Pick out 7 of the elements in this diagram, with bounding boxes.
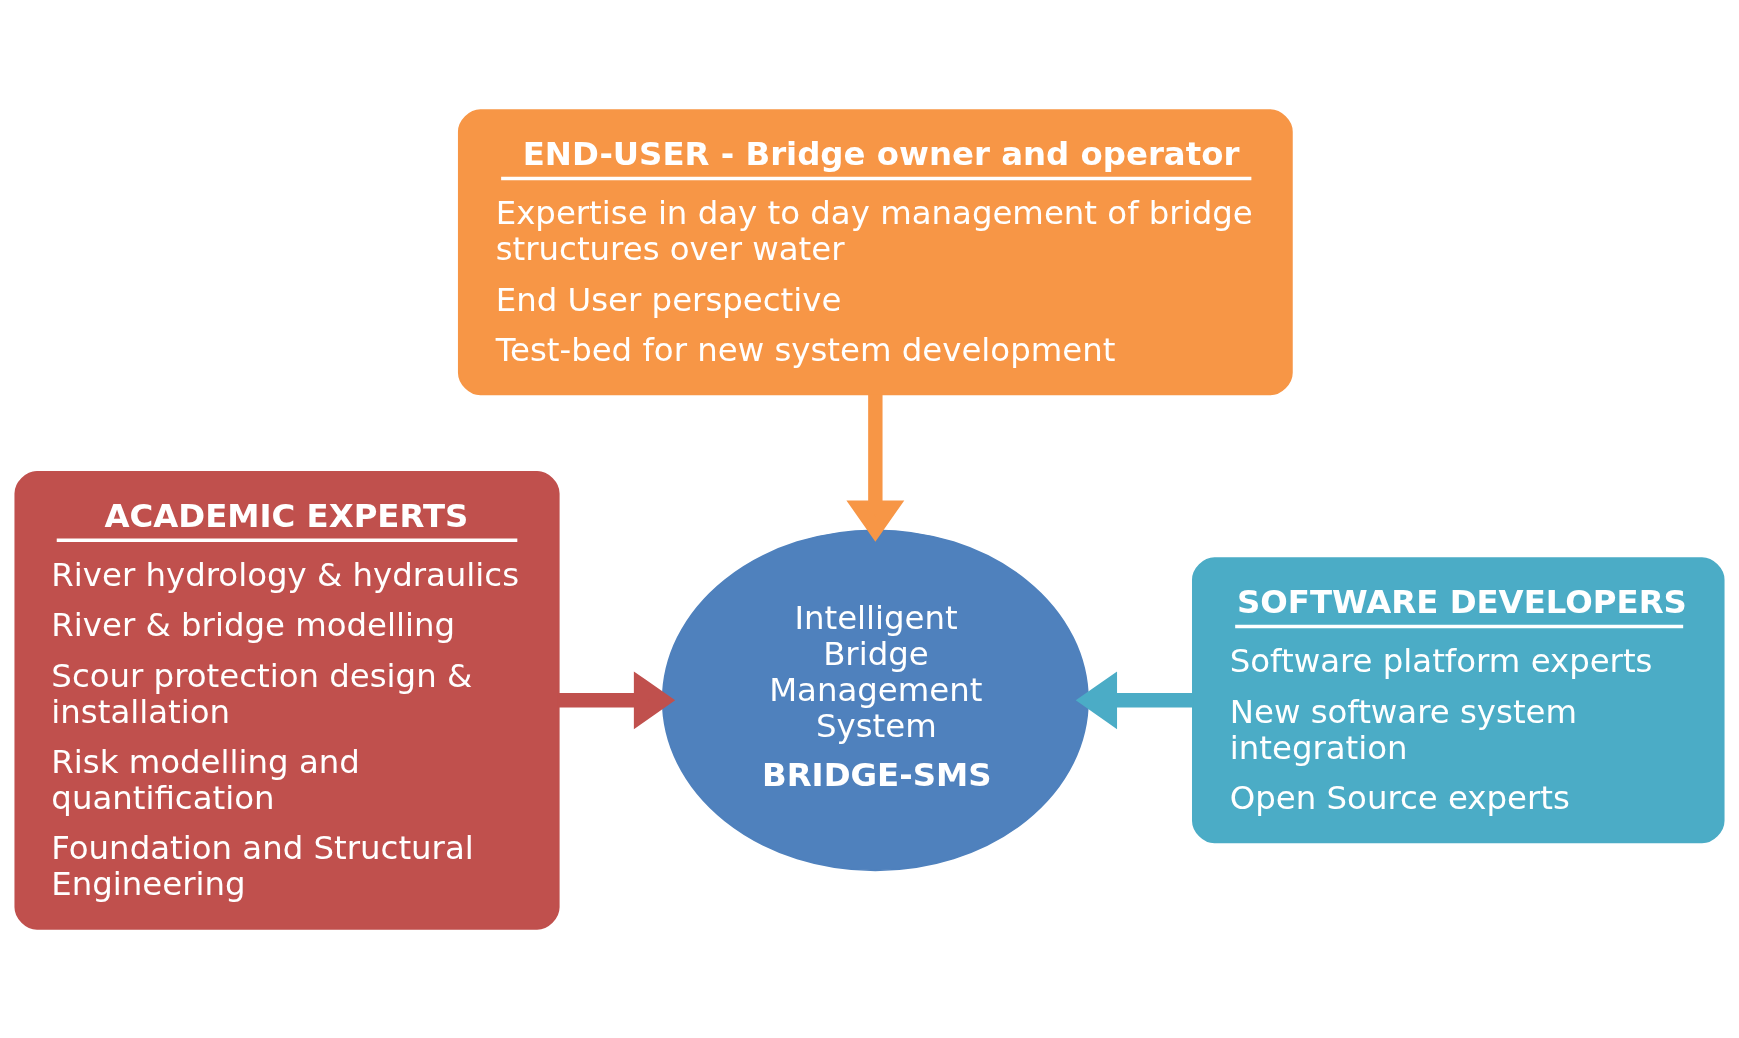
node-ellipse: Intelligent Bridge Management System BRIDGE-SMS — [661, 528, 1089, 871]
arrow — [846, 394, 905, 542]
arrow — [558, 670, 676, 729]
node-box: SOFTWARE DEVELOPERS Software platform experts New software system integration Open Source experts — [1192, 556, 1725, 843]
arrow — [1075, 670, 1193, 729]
node-box: ACADEMIC EXPERTS River hydrology & hydraulics River & bridge modelling Scour protection design & installation Risk modelling and quantification Foundation and Structural Engineering — [14, 470, 560, 930]
node-box: END-USER - Bridge owner and operator Expertise in day to day management of bridge structures over water End User perspective Test-bed for new system development — [457, 108, 1293, 395]
